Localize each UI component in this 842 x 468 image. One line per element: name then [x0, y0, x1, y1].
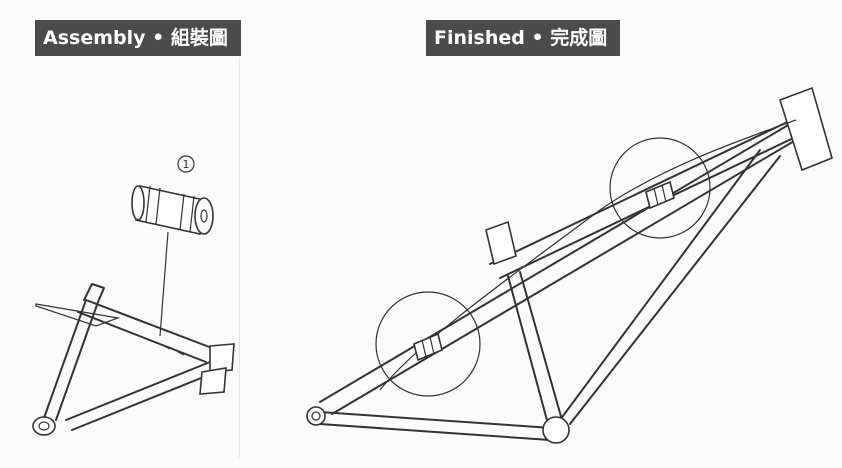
finished-frame-diagram: [306, 86, 833, 444]
bottom-bracket: [542, 416, 570, 444]
cable-guide-bushing: [131, 185, 214, 235]
head-tube-finished: [779, 86, 833, 172]
finished-panel-label: Finished • 完成圖: [426, 20, 620, 56]
assembly-frame-diagram: [32, 283, 235, 436]
part-callout: 1: [159, 155, 195, 337]
callout-leader-line: [159, 231, 169, 337]
callout-number: 1: [183, 158, 190, 171]
detail-circle-rear: [375, 291, 481, 397]
rear-dropout: [306, 406, 326, 426]
panel-divider: [239, 58, 240, 458]
callout-number-circle: [177, 155, 195, 173]
assembly-panel-label: Assembly • 組裝圖: [35, 20, 241, 56]
bottom-bracket-shell: [32, 416, 56, 436]
head-tube: [209, 343, 235, 373]
detail-circle-front: [609, 137, 711, 239]
